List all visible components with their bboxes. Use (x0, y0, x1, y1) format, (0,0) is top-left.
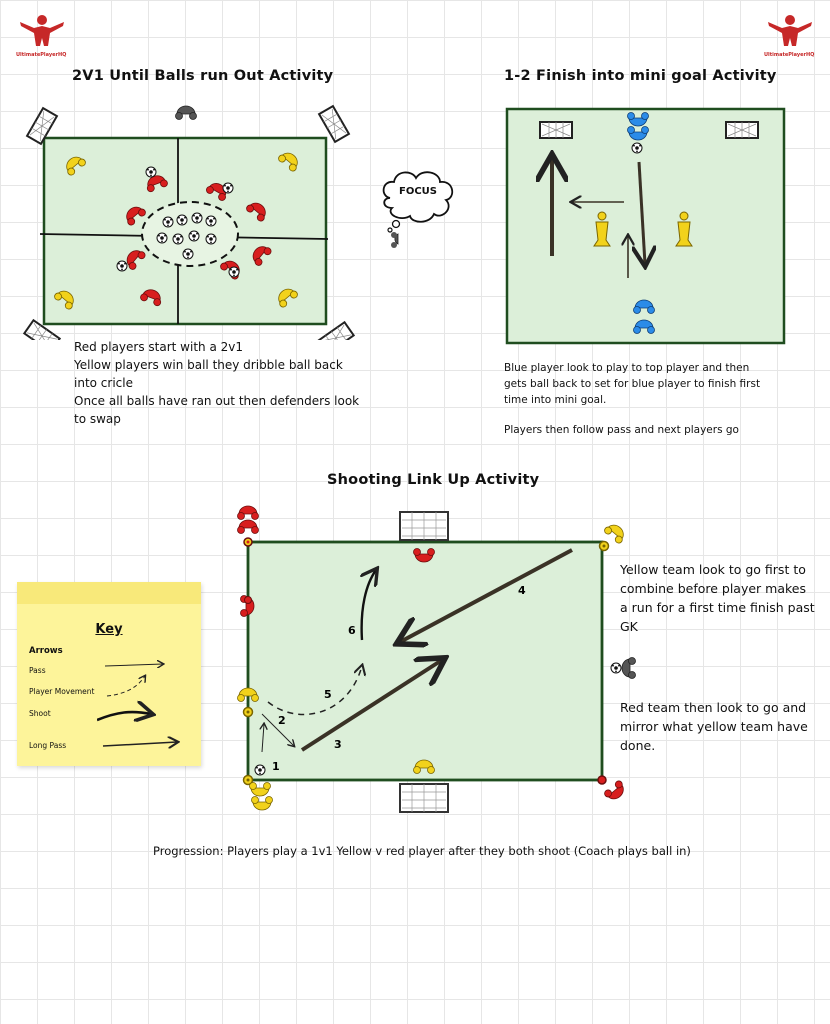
long-pass-arrow-4 (400, 548, 573, 642)
focus-callout: FOCUS (378, 168, 458, 254)
mini-goal-icon (539, 121, 573, 139)
player-movement-arrow-icon (106, 676, 145, 697)
long-pass-arrow-3 (300, 660, 442, 752)
player-movement-arrow (639, 161, 645, 264)
ball-icon (631, 142, 643, 154)
ball-icon (188, 230, 200, 242)
brand-logo-text: UltimatePlayerHQ (764, 52, 815, 58)
activity3-diagram: 1 2 3 4 5 6 (237, 505, 636, 813)
long-pass-arrow-icon (102, 742, 177, 746)
activity2-note: Players then follow pass and next player… (504, 424, 739, 436)
key-title: Key (95, 622, 123, 637)
brand-logo-right: UltimatePlayerHQ (764, 14, 816, 58)
key-item-long-pass: Long Pass (29, 741, 67, 750)
activity2-diagram (505, 107, 786, 345)
arrow-label-5: 5 (324, 688, 332, 701)
player-logo-icon (768, 15, 812, 46)
ball-icon (162, 216, 174, 228)
focus-label: FOCUS (399, 186, 437, 197)
yellow-player-icon (602, 520, 629, 545)
progression-text: Progression: Players play a 1v1 Yellow v… (153, 844, 691, 858)
activity2-title: 1-2 Finish into mini goal Activity (504, 68, 777, 84)
yellow-player-icon (251, 796, 273, 811)
cone-icon (597, 775, 607, 785)
red-player-icon (602, 779, 629, 804)
ball-icon (228, 266, 240, 278)
key-arrows (97, 654, 197, 754)
shoot-arrow-6 (362, 570, 376, 641)
activity1-notes: Red players start with a 2v1 Yellow play… (74, 338, 364, 428)
ball-icon (116, 260, 128, 272)
cone-icon (244, 596, 252, 604)
ball-icon (182, 248, 194, 260)
mannequin-icon (593, 211, 611, 247)
ball-icon (172, 233, 184, 245)
brand-logo-left: UltimatePlayerHQ (16, 14, 68, 58)
activity3-title: Shooting Link Up Activity (327, 472, 540, 488)
ball-icon (254, 764, 266, 776)
ball-icon (156, 232, 168, 244)
activity1-title: 2V1 Until Balls run Out Activity (72, 68, 334, 84)
thought-bubble-icon (382, 171, 454, 248)
mini-goal-icon (725, 121, 759, 139)
activity3-note-red: Red team then look to go and mirror what… (620, 700, 808, 753)
key-item-player-movement: Player Movement (29, 687, 95, 696)
red-player-icon (237, 519, 259, 534)
mannequin-icon (675, 211, 693, 247)
activity2-notes: Blue player look to play to top player a… (504, 360, 774, 438)
activity3-note-yellow: Yellow team look to go first to combine … (620, 562, 815, 634)
ball-icon (205, 233, 217, 245)
activity1-note: Once all balls have ran out then defende… (74, 394, 360, 426)
ball-icon (145, 166, 157, 178)
ball-icon (610, 662, 622, 674)
brand-logo-text: UltimatePlayerHQ (16, 52, 67, 58)
goal-bottom-icon (399, 783, 449, 813)
coach-icon (175, 105, 197, 120)
arrow-label-3: 3 (334, 738, 342, 751)
ball-icon (205, 215, 217, 227)
red-player-icon (237, 505, 259, 520)
arrow-label-1: 1 (272, 760, 280, 773)
key-item-shoot: Shoot (29, 709, 51, 718)
yellow-player-icon (249, 782, 271, 797)
goal-top-icon (399, 511, 449, 541)
activity1-note: Yellow players win ball they dribble bal… (74, 358, 343, 390)
key-sticky-note: Key Arrows Pass Player Movement Shoot Lo… (17, 582, 201, 766)
key-subtitle: Arrows (29, 646, 63, 656)
arrow-label-2: 2 (278, 714, 286, 727)
activity2-note: Blue player look to play to top player a… (504, 362, 761, 406)
player-logo-icon (20, 15, 64, 46)
pass-arrow-1 (262, 724, 264, 753)
ball-icon (222, 182, 234, 194)
mini-goal-icon (318, 105, 350, 143)
arrow-label-6: 6 (348, 624, 356, 637)
activity1-note: Red players start with a 2v1 (74, 340, 243, 354)
shoot-arrow-icon (97, 712, 151, 720)
key-item-pass: Pass (29, 666, 46, 675)
pass-arrow-icon (104, 664, 163, 666)
player-movement-arrow-5 (267, 666, 362, 716)
arrow-label-4: 4 (518, 584, 526, 597)
activity1-diagram (23, 105, 355, 340)
pass-arrow-2 (261, 713, 294, 746)
ball-icon (191, 212, 203, 224)
coach-icon (621, 657, 636, 679)
ball-icon (176, 214, 188, 226)
